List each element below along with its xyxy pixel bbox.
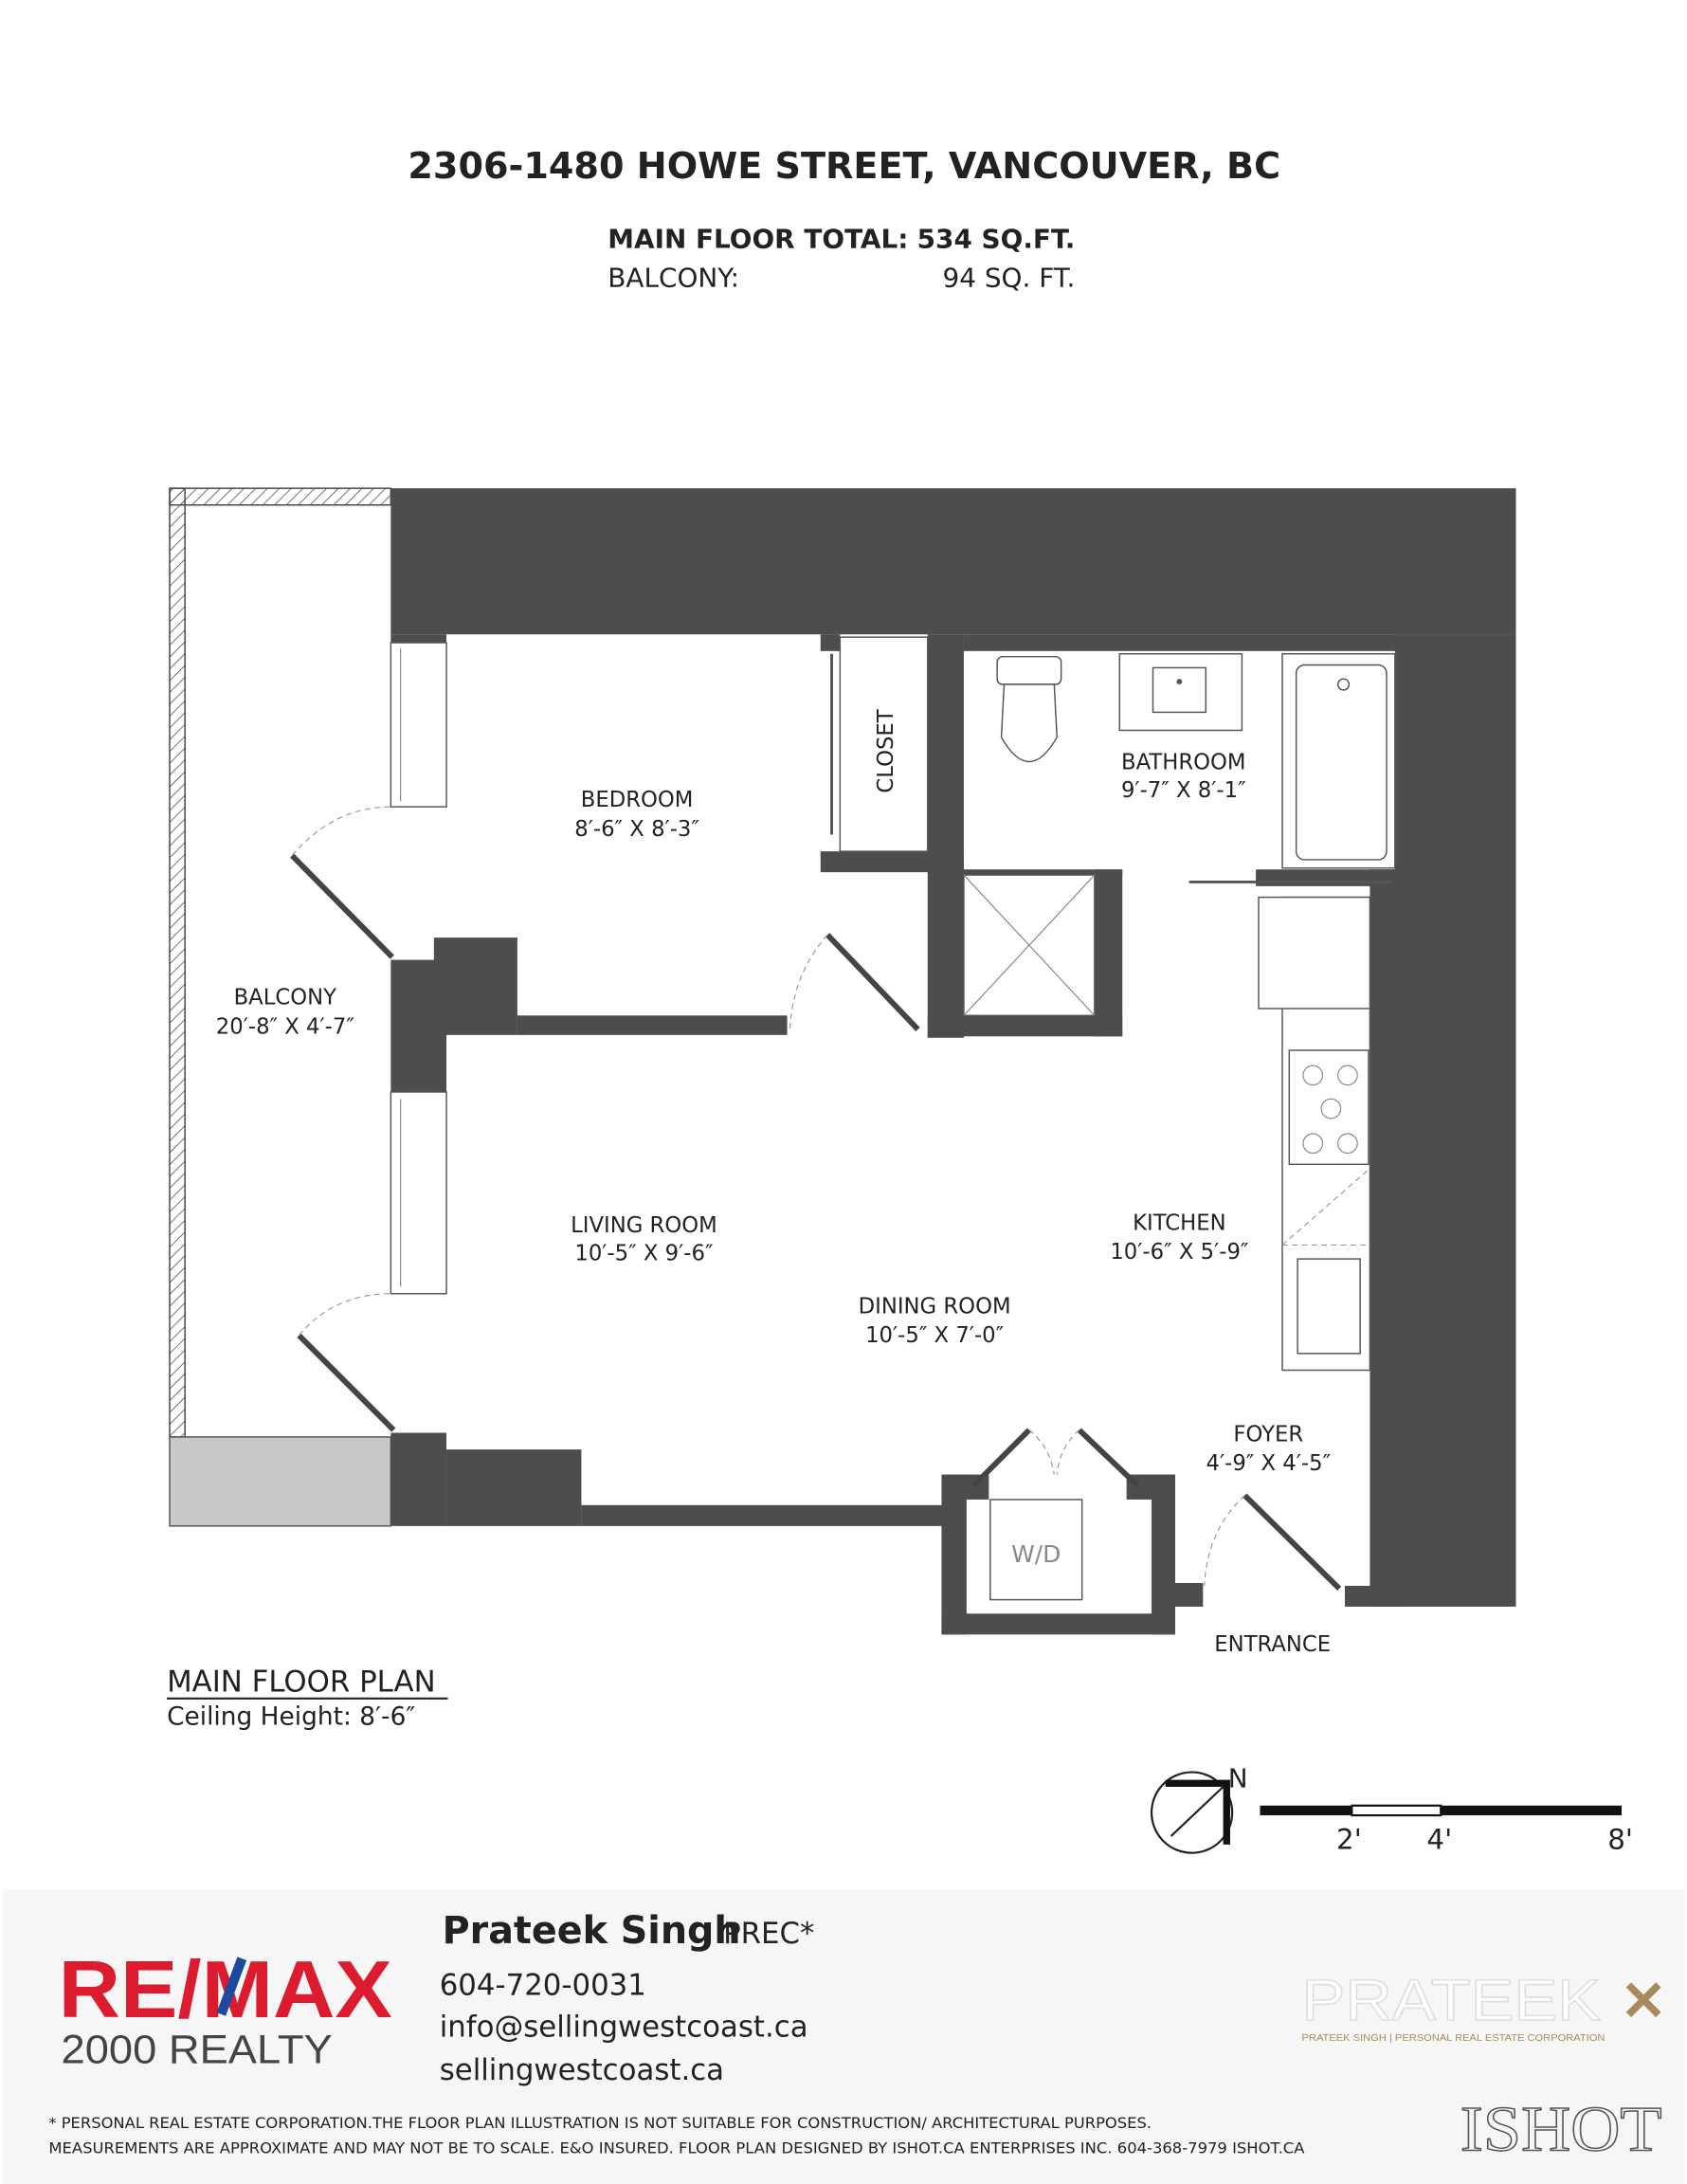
address-title: 2306-1480 HOWE STREET, VANCOUVER, BC [408,145,1280,187]
balcony-door-bedroom [290,806,394,959]
svg-text:BALCONY: BALCONY [234,986,337,1010]
room-balcony: BALCONY 20′-8″ X 4′-7″ [216,986,354,1040]
agent-suffix: PREC* [723,1917,814,1951]
room-foyer: FOYER 4′-9″ X 4′-5″ [1206,1422,1331,1476]
toilet [996,655,1062,763]
svg-text:20′-8″ X 4′-7″: 20′-8″ X 4′-7″ [216,1014,354,1039]
closet [839,636,929,852]
plan-title: MAIN FLOOR PLAN [167,1665,436,1699]
svg-text:✕: ✕ [1621,1971,1667,2032]
svg-text:KITCHEN: KITCHEN [1133,1210,1226,1235]
scale-bar [1260,1804,1623,1817]
room-living: LIVING ROOM 10′-5″ X 9′-6″ [571,1213,717,1265]
svg-text:FOYER: FOYER [1233,1422,1303,1447]
agent-email[interactable]: info@sellingwestcoast.ca [440,2010,808,2044]
agent-website[interactable]: sellingwestcoast.ca [440,2053,724,2087]
svg-text:LIVING ROOM: LIVING ROOM [571,1213,717,1238]
svg-text:PRATEEK SINGH | PERSONAL REAL: PRATEEK SINGH | PERSONAL REAL ESTATE COR… [1302,2033,1605,2044]
wd-doors [971,1428,1140,1488]
room-bathroom: BATHROOM 9′-7″ X 8′-1″ [1121,751,1246,803]
svg-text:BEDROOM: BEDROOM [581,788,694,812]
svg-text:4′-9″ X 4′-5″: 4′-9″ X 4′-5″ [1206,1451,1331,1476]
entrance-label: ENTRANCE [1214,1632,1331,1657]
agent-name: Prateek Singh [443,1909,741,1953]
footer-panel [2,1888,1685,2184]
disclaimer-line-2: MEASUREMENTS ARE APPROXIMATE AND MAY NOT… [48,2139,1304,2157]
ceiling-height: Ceiling Height: 8′-6″ [167,1702,415,1732]
compass-north: N [1228,1763,1248,1794]
svg-text:PRATEEK: PRATEEK [1302,1968,1601,2033]
prateek-logo: PRATEEK ✕ PRATEEK SINGH | PERSONAL REAL … [1301,1967,1667,2044]
shower [963,874,1096,1017]
wd-label: W/D [1011,1540,1061,1568]
balcony-label: BALCONY: [608,262,739,293]
kitchen-counter [1258,896,1371,1372]
main-floor-label: MAIN FLOOR TOTAL: [608,223,908,254]
balcony-value: 94 SQ. FT. [943,262,1076,293]
room-dining: DINING ROOM 10′-5″ X 7′-0″ [859,1294,1011,1348]
bathtub [1281,653,1396,869]
agent-phone[interactable]: 604-720-0031 [440,1968,646,2002]
scale-label: 2' [1336,1823,1362,1855]
disclaimer-line-1: * PERSONAL REAL ESTATE CORPORATION.THE F… [48,2114,1152,2132]
fridge [1258,896,1371,1010]
svg-text:BATHROOM: BATHROOM [1121,751,1246,775]
balcony-door-living [297,1293,396,1432]
ishot-logo: ISHOT [1460,2094,1662,2165]
bedroom-door [789,933,920,1031]
room-kitchen: KITCHEN 10′-6″ X 5′-9″ [1110,1210,1248,1265]
main-floor-value: 534 SQ.FT. [917,223,1076,254]
sink [1118,653,1243,732]
balcony-area [169,487,392,1527]
window [390,642,447,808]
room-bedroom: BEDROOM 8′-6″ X 8′-3″ [574,788,699,842]
window [390,1091,447,1295]
svg-text:8′-6″ X 8′-3″: 8′-6″ X 8′-3″ [574,817,699,842]
washer-dryer [989,1499,1083,1601]
kitchen-sink [1297,1258,1361,1355]
svg-text:10′-6″ X 5′-9″: 10′-6″ X 5′-9″ [1110,1240,1248,1265]
svg-text:9′-7″ X 8′-1″: 9′-7″ X 8′-1″ [1121,778,1246,803]
north-compass-icon [1150,1771,1234,1854]
walls [390,488,1516,1635]
remax-logo: RE/MAX 2000 REALTY [59,1945,392,2072]
svg-text:2000 REALTY: 2000 REALTY [62,2027,333,2072]
scale-label: 8' [1607,1823,1633,1855]
svg-text:10′-5″ X 9′-6″: 10′-5″ X 9′-6″ [574,1242,713,1266]
closet-label: CLOSET [874,709,898,792]
svg-text:DINING ROOM: DINING ROOM [859,1294,1011,1319]
svg-text:10′-5″ X 7′-0″: 10′-5″ X 7′-0″ [865,1323,1004,1348]
scale-label: 4' [1426,1823,1452,1855]
entrance-door [1204,1493,1342,1591]
